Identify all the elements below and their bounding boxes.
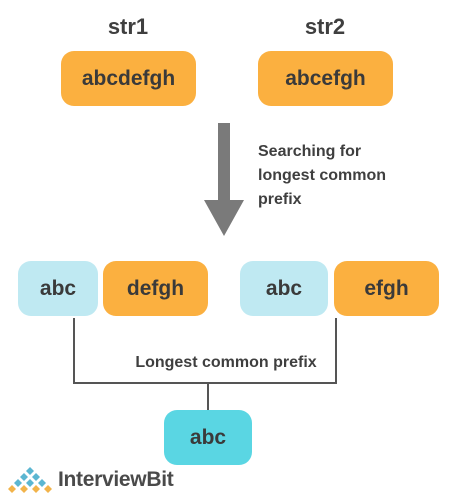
interviewbit-mark-icon (8, 467, 52, 493)
down-arrow-icon (204, 123, 244, 236)
process-caption: Searching for longest common prefix (258, 140, 386, 212)
brand-name: InterviewBit (58, 468, 174, 491)
caption-line-1: Searching for (258, 143, 362, 160)
result-box: abc (164, 410, 252, 465)
caption-line-3: prefix (258, 191, 302, 208)
str1-heading: str1 (107, 14, 149, 39)
connector-line (73, 318, 337, 384)
str2-rest-box: efgh (334, 261, 439, 316)
str2-prefix-box: abc (240, 261, 328, 316)
str2-heading: str2 (304, 14, 346, 39)
str1-prefix-box: abc (18, 261, 98, 316)
str1-value-box: abcdefgh (61, 51, 196, 106)
str2-value-box: abcefgh (258, 51, 393, 106)
str1-rest-box: defgh (103, 261, 208, 316)
interviewbit-logo: InterviewBit (6, 465, 174, 495)
result-label: Longest common prefix (135, 354, 317, 371)
caption-line-2: longest common (258, 167, 387, 184)
